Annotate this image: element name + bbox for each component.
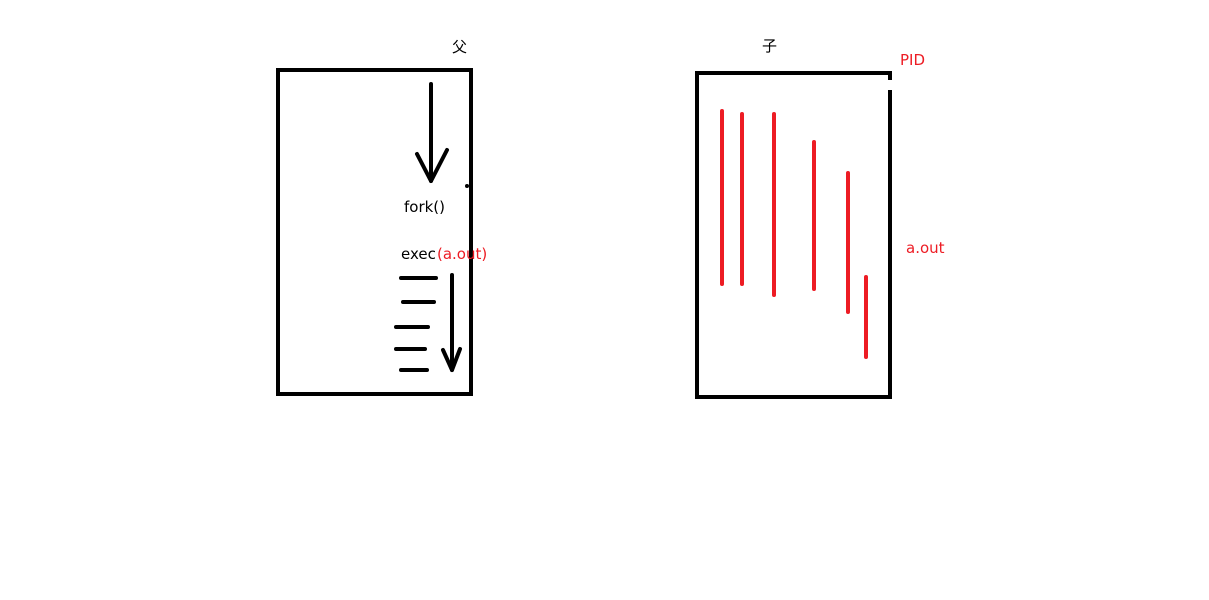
child-aout-code-lines bbox=[720, 109, 868, 359]
child-process-box bbox=[695, 71, 892, 399]
parent-flow-arrow-top bbox=[415, 82, 449, 183]
exec-argument-label: (a.out) bbox=[437, 245, 488, 263]
parent-label: 父 bbox=[452, 38, 468, 56]
child-label: 子 bbox=[762, 37, 778, 55]
parent-flow-arrow-bottom bbox=[441, 273, 462, 372]
exec-code-lines bbox=[394, 276, 438, 372]
aout-label: a.out bbox=[906, 239, 945, 257]
exec-call-label: exec bbox=[401, 245, 436, 263]
fork-point-dot bbox=[465, 184, 469, 188]
parent-process-box bbox=[276, 68, 473, 396]
pid-label: PID bbox=[900, 51, 926, 69]
fork-call-label: fork() bbox=[404, 198, 446, 216]
